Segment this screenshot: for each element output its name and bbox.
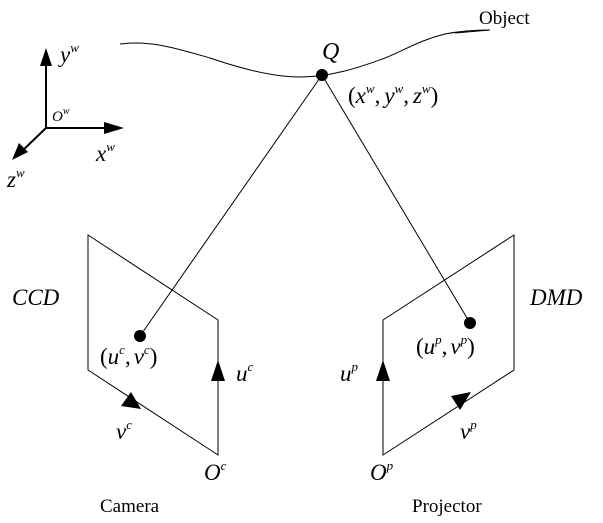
camera-v-arrowhead: [121, 392, 141, 409]
dmd-label: DMD: [529, 285, 583, 310]
world-y-arrowhead: [40, 48, 52, 66]
world-z-arrowhead: [12, 143, 28, 160]
ccd-label: CCD: [12, 285, 60, 310]
projector-v-label: vp: [460, 417, 477, 444]
point-q-label: Q: [322, 39, 339, 65]
projector-dmd-plane: DMD (up,vp) up vp Op Projector: [340, 234, 583, 517]
camera-origin-label: Oc: [204, 458, 227, 485]
camera-title: Camera: [100, 496, 160, 517]
projector-image-point-coords: (up,vp): [416, 332, 475, 359]
camera-ccd-plane: CCD (uc,vc) uc vc Oc Camera: [12, 234, 254, 517]
projector-v-arrowhead: [451, 392, 471, 410]
object-surface-curve: [119, 29, 491, 78]
projector-title: Projector: [412, 496, 482, 517]
camera-ray: [139, 74, 323, 337]
world-x-arrowhead: [104, 122, 124, 134]
camera-v-label: vc: [116, 417, 132, 444]
camera-image-point-coords: (uc,vc): [100, 342, 157, 369]
camera-u-label: uc: [236, 359, 254, 386]
point-q-dot: [316, 69, 328, 81]
world-y-label: yw: [58, 40, 79, 67]
object-label: Object: [479, 8, 530, 29]
camera-image-point-dot: [134, 330, 146, 342]
projector-image-point-dot: [464, 317, 476, 329]
world-frame: yw Ow xw zw: [6, 40, 124, 192]
projector-ray: [321, 74, 471, 324]
camera-u-arrowhead: [211, 360, 225, 381]
projector-u-label: up: [340, 359, 359, 386]
projector-u-arrowhead: [376, 360, 390, 381]
object-label-leader: [454, 29, 491, 34]
world-origin-label: Ow: [52, 106, 70, 125]
world-z-label: zw: [6, 165, 25, 192]
world-x-label: xw: [95, 139, 115, 166]
projector-origin-label: Op: [370, 458, 394, 485]
world-point-coords: (xw,yw,zw): [348, 81, 438, 108]
